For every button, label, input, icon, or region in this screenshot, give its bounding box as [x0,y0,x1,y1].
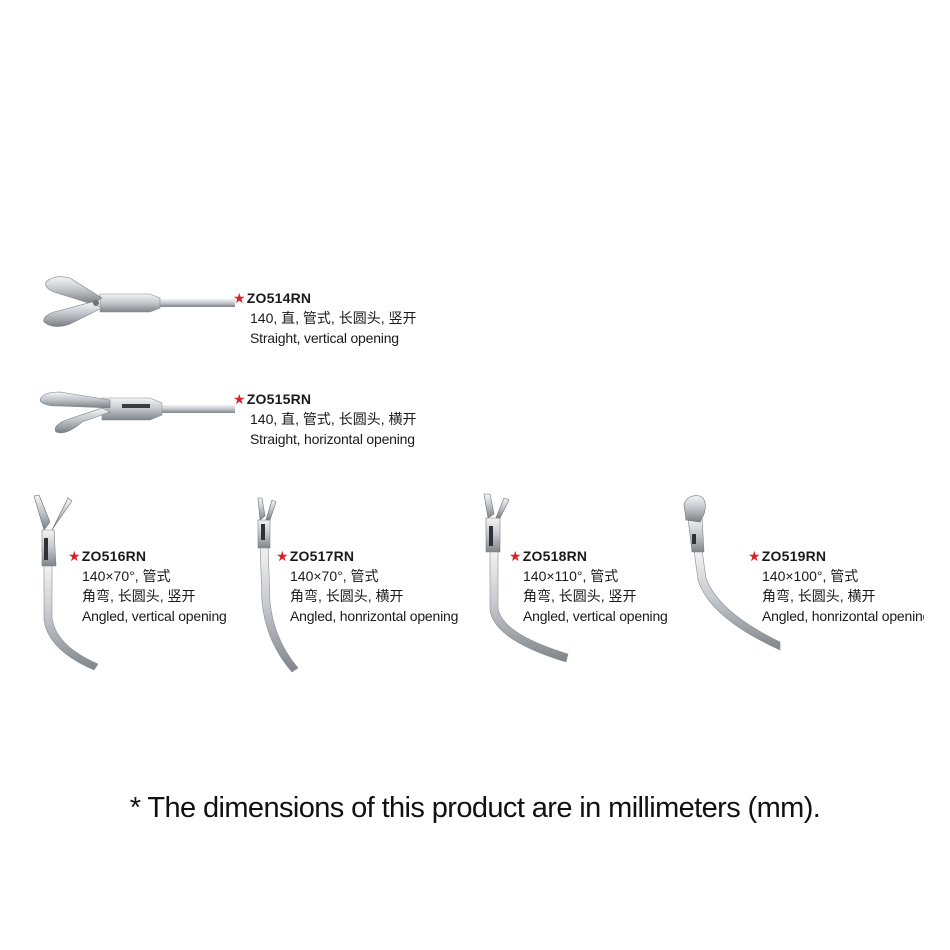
star-icon: ★ [233,391,246,407]
product-spec: 140, 直, 管式, 长圆头, 横开 [250,411,417,427]
product-spec: 140×100°, 管式 [762,568,859,584]
product-code: ★ZO519RN [748,548,827,564]
star-icon: ★ [509,548,522,564]
product-spec: 140, 直, 管式, 长圆头, 竖开 [250,310,417,326]
product-label: ★ZO517RN 140×70°, 管式 角弯, 长圆头, 横开 Angled,… [276,546,458,626]
product-spec-2: 角弯, 长圆头, 横开 [290,588,404,604]
straight-forceps-vertical-image [43,276,235,327]
angled-forceps-vertical-image [33,494,99,671]
product-code: ★ZO515RN [233,391,312,407]
straight-forceps-horizontal-image [39,391,235,434]
product-code: ★ZO518RN [509,548,588,564]
product-spec-2: 角弯, 长圆头, 竖开 [82,588,196,604]
product-label: ★ZO519RN 140×100°, 管式 角弯, 长圆头, 横开 Angled… [748,546,924,626]
product-spec-2: 角弯, 长圆头, 横开 [762,588,876,604]
product-label: ★ZO518RN 140×110°, 管式 角弯, 长圆头, 竖开 Angled… [509,546,668,626]
product-spec: 140×110°, 管式 [523,568,619,584]
product-label: ★ZO515RN 140, 直, 管式, 长圆头, 横开 Straight, h… [233,389,416,449]
product-description: Straight, vertical opening [250,330,399,346]
product-code: ★ZO514RN [233,290,312,306]
product-spec: 140×70°, 管式 [290,568,379,584]
product-description: Angled, vertical opening [523,608,668,624]
product-description: Angled, honrizontal opening [762,608,924,624]
star-icon: ★ [233,290,246,306]
product-description: Angled, honrizontal opening [290,608,459,624]
star-icon: ★ [748,548,761,564]
angled-forceps-horizontal-100-image [683,495,781,651]
angled-forceps-vertical-110-image [483,493,569,663]
product-description: Straight, horizontal opening [250,431,415,447]
product-label: ★ZO516RN 140×70°, 管式 角弯, 长圆头, 竖开 Angled,… [68,546,227,626]
product-description: Angled, vertical opening [82,608,227,624]
product-spec: 140×70°, 管式 [82,568,171,584]
star-icon: ★ [276,548,289,564]
product-label: ★ZO514RN 140, 直, 管式, 长圆头, 竖开 Straight, v… [233,288,416,348]
product-spec-2: 角弯, 长圆头, 竖开 [523,588,637,604]
dimensions-footnote: * The dimensions of this product are in … [129,792,821,824]
angled-forceps-horizontal-image [257,497,299,673]
product-code: ★ZO516RN [68,548,147,564]
star-icon: ★ [68,548,81,564]
product-code: ★ZO517RN [276,548,355,564]
